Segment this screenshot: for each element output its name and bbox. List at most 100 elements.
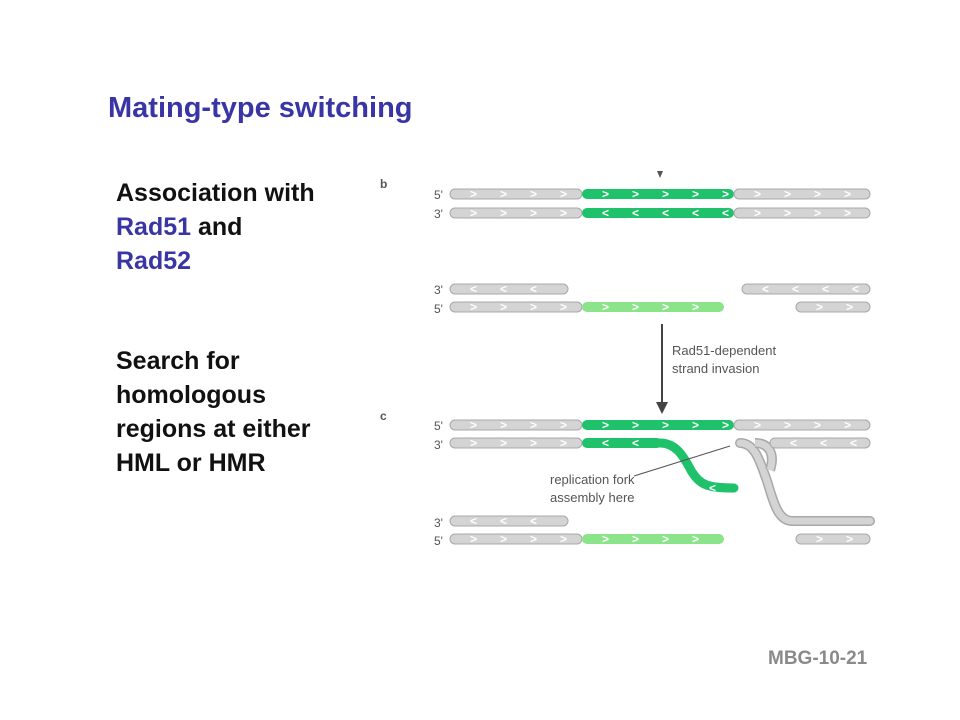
- strand-direction-chevron: >: [754, 206, 761, 220]
- new-synthesis-strand: [655, 438, 739, 493]
- strand-direction-chevron: >: [560, 436, 567, 450]
- strand-end-label: 5': [434, 534, 443, 548]
- strand-direction-chevron: >: [602, 187, 609, 201]
- strand-direction-chevron: <: [602, 206, 609, 220]
- strand-direction-chevron: >: [560, 206, 567, 220]
- strand-direction-chevron: <: [602, 436, 609, 450]
- strand-direction-chevron: >: [602, 418, 609, 432]
- strand-direction-chevron: >: [530, 206, 537, 220]
- strand-direction-chevron: <: [692, 206, 699, 220]
- strand-direction-chevron: >: [500, 436, 507, 450]
- donor-strand-loop-fill: [754, 439, 776, 472]
- strand-direction-chevron: >: [816, 532, 823, 546]
- bullet-rad-association: Association with Rad51 and Rad52: [116, 176, 315, 278]
- strand-direction-chevron: >: [500, 187, 507, 201]
- strand-direction-chevron: <: [822, 282, 829, 296]
- rad51-term: Rad51: [116, 213, 192, 241]
- fork-note: assembly here: [550, 490, 635, 505]
- dna-strand-segment: [795, 533, 871, 545]
- strand-direction-chevron: <: [850, 436, 857, 450]
- strand-direction-chevron: >: [632, 418, 639, 432]
- slide-code: MBG-10-21: [768, 648, 868, 669]
- strand-direction-chevron: >: [470, 206, 477, 220]
- strand-direction-chevron: >: [560, 187, 567, 201]
- dna-strand-segment: [733, 188, 871, 200]
- strand-direction-chevron: <: [530, 514, 537, 528]
- strand-direction-chevron: >: [470, 532, 477, 546]
- mat-locus-segment: [582, 438, 662, 448]
- mat-locus-segment: [582, 420, 734, 430]
- dna-strand-segment: [741, 283, 871, 295]
- strand-direction-chevron: >: [844, 187, 851, 201]
- mat-locus-segment: [582, 302, 724, 312]
- dna-strand-segment: [733, 207, 871, 219]
- strand-direction-chevron: >: [692, 532, 699, 546]
- strand-direction-chevron: <: [709, 481, 716, 495]
- strand-direction-chevron: >: [560, 418, 567, 432]
- dna-strand-segment: [449, 515, 569, 527]
- dna-strand-segment: [795, 301, 871, 313]
- strand-direction-chevron: >: [784, 206, 791, 220]
- strand-direction-chevron: <: [662, 206, 669, 220]
- strand-direction-chevron: <: [820, 436, 827, 450]
- strand-direction-chevron: >: [470, 187, 477, 201]
- strand-direction-chevron: >: [814, 206, 821, 220]
- arrow-label: Rad51-dependent: [672, 343, 776, 358]
- strand-direction-chevron: >: [602, 300, 609, 314]
- strand-direction-chevron: >: [692, 300, 699, 314]
- strand-direction-chevron: >: [692, 418, 699, 432]
- strand-direction-chevron: >: [662, 187, 669, 201]
- strand-end-label: 5': [434, 188, 443, 202]
- bullet-line: Association with: [116, 179, 315, 207]
- strand-direction-chevron: >: [530, 418, 537, 432]
- strand-direction-chevron: <: [470, 282, 477, 296]
- strand-direction-chevron: >: [722, 187, 729, 201]
- strand-direction-chevron: >: [754, 187, 761, 201]
- mat-locus-segment: [582, 208, 734, 218]
- bullet-line: HML or HMR: [116, 449, 266, 477]
- strand-direction-chevron: >: [784, 187, 791, 201]
- fork-note: replication fork: [550, 472, 635, 487]
- strand-direction-chevron: >: [632, 300, 639, 314]
- strand-direction-chevron: <: [762, 282, 769, 296]
- strand-direction-chevron: >: [632, 187, 639, 201]
- strand-direction-chevron: <: [790, 436, 797, 450]
- strand-direction-chevron: >: [844, 418, 851, 432]
- arrow-label: strand invasion: [672, 361, 759, 376]
- strand-direction-chevron: >: [530, 532, 537, 546]
- bullet-line: regions at either: [116, 415, 311, 443]
- strand-direction-chevron: >: [662, 418, 669, 432]
- strand-direction-chevron: >: [500, 532, 507, 546]
- strand-end-label: 3': [434, 283, 443, 297]
- callout-line: [633, 445, 731, 477]
- bullet-text: and: [191, 213, 243, 241]
- dna-strand-segment: [733, 419, 871, 431]
- bullet-line: homologous: [116, 381, 266, 409]
- invading-strand-crossover-fill: [736, 439, 874, 525]
- strand-direction-chevron: >: [662, 532, 669, 546]
- panel-c-label: c: [380, 409, 387, 423]
- strand-end-label: 5': [434, 302, 443, 316]
- mat-locus-segment: [582, 189, 734, 199]
- dna-strand-segment: [449, 283, 569, 295]
- bullet-line: Rad51 and: [116, 210, 315, 244]
- strand-direction-chevron: <: [500, 282, 507, 296]
- strand-direction-chevron: >: [500, 300, 507, 314]
- strand-end-label: 3': [434, 438, 443, 452]
- strand-direction-chevron: >: [530, 187, 537, 201]
- strand-end-label: 5': [434, 419, 443, 433]
- bullet-line: Rad52: [116, 244, 315, 278]
- strand-direction-chevron: >: [470, 300, 477, 314]
- strand-end-label: 3': [434, 207, 443, 221]
- strand-direction-chevron: >: [470, 436, 477, 450]
- dna-strands: > > > > > > > > > > > > > > > > > < < < < < > > > > < < < < < < < > > > > > > >…: [449, 187, 871, 546]
- strand-direction-chevron: >: [816, 300, 823, 314]
- dna-strand-segment: [769, 437, 871, 449]
- strand-direction-chevron: <: [530, 282, 537, 296]
- strand-direction-chevron: <: [722, 206, 729, 220]
- bullet-homology-search: Search for homologous regions at either …: [116, 344, 311, 480]
- cut-site-marker: [657, 171, 663, 178]
- strand-direction-chevron: >: [814, 418, 821, 432]
- strand-direction-chevron: >: [560, 532, 567, 546]
